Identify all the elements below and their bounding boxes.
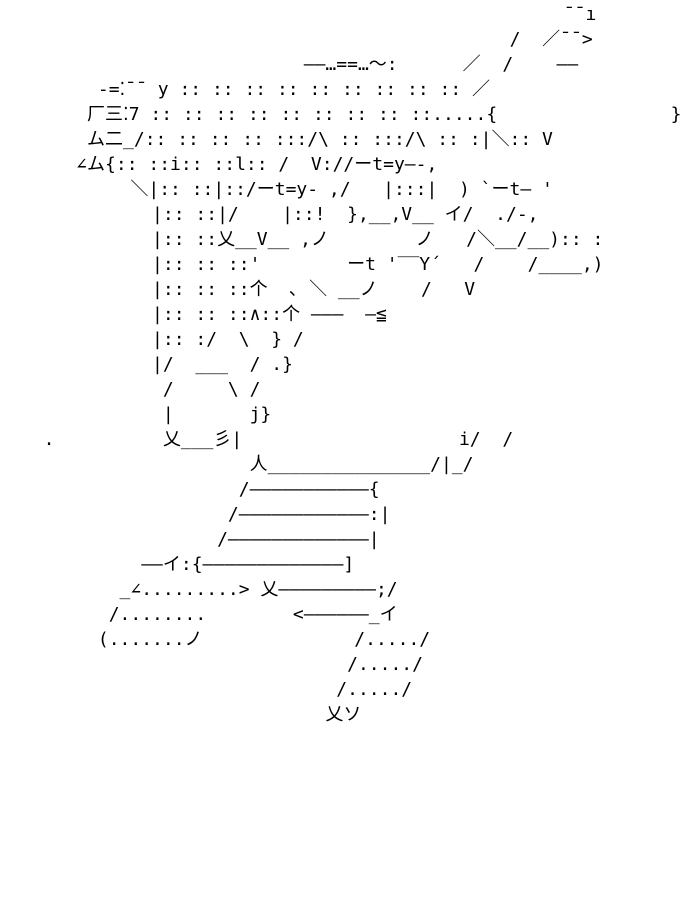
art-line: ＼|:: ::|::/ーt=y- ,/ |:::| ) `ーt― ' bbox=[22, 179, 553, 200]
art-line: / \ / bbox=[22, 379, 261, 400]
art-line: |:: :: ::个 ､ ＼ __ノ / V bbox=[22, 279, 476, 300]
art-line: |/ ___ / .} bbox=[22, 354, 293, 375]
art-line: / ／¯¯> bbox=[22, 29, 593, 50]
art-line: ――…==…～: ／ / ―― bbox=[22, 54, 579, 75]
art-line: (.......ノ /...../ bbox=[22, 629, 431, 650]
art-line: /...../ bbox=[22, 679, 413, 700]
art-line: /........ <――――――_イ bbox=[22, 604, 398, 625]
art-line: 人_______________/|_/ bbox=[22, 454, 474, 475]
art-line: -=⁚¯¯ y :: :: :: :: :: :: :: :: :: ／ bbox=[22, 79, 491, 100]
art-line: _∠.........> 乂―――――――――;/ bbox=[22, 579, 398, 600]
art-line: /...../ bbox=[22, 654, 423, 675]
art-line: . 乂___彡| i/ / bbox=[22, 429, 514, 450]
art-line: 厂三⁚7 :: :: :: :: :: :: :: :: ::.....{ } bbox=[22, 104, 682, 125]
art-line: |:: :: ::∧::个 ――― ―≦ bbox=[22, 304, 387, 325]
art-line: /―――――――――――{ bbox=[22, 479, 380, 500]
art-line: ――イ:{―――――――――――――] bbox=[22, 554, 355, 575]
art-line: | j} bbox=[22, 404, 272, 425]
art-line: |:: :: ::' ーt '‾‾Y´ / /____,) bbox=[22, 254, 604, 275]
art-line: |:: ::乂__V__ ,ノ ノ /＼__/__):: : bbox=[22, 229, 604, 250]
art-line: |:: :/ \ } / bbox=[22, 329, 304, 350]
art-line: /―――――――――――――| bbox=[22, 529, 380, 550]
art-line: |:: ::|/ |::! },__,V__ イ/ ./-, bbox=[22, 204, 539, 225]
art-line: /――――――――――――:| bbox=[22, 504, 391, 525]
ascii-art-figure: ¯¯ı / ／¯¯> ――…==…～: ／ / ―― -=⁚¯¯ y :: ::… bbox=[22, 2, 682, 727]
art-line: ム二_/:: :: :: :: :::/\ :: :::/\ :: :|＼:: … bbox=[22, 129, 553, 150]
art-line: 乂ソ bbox=[22, 704, 362, 725]
art-line: ∠ム{:: ::i:: ::l:: / V://ーt=y―-, bbox=[22, 154, 438, 175]
art-line: ¯¯ı bbox=[22, 4, 597, 25]
